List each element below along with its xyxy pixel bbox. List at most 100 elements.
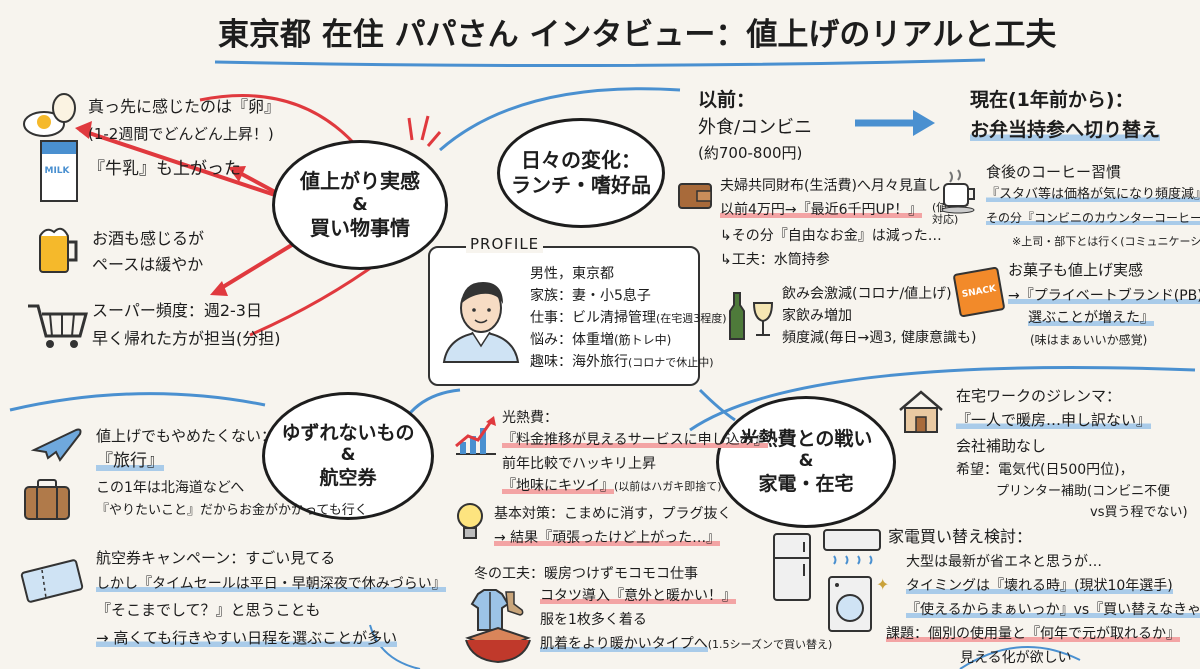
snack-bag-icon: SNACK [952, 266, 1006, 318]
remote-line3: 会社補助なし [956, 437, 1047, 455]
travel-line2: 『旅行』 [96, 451, 164, 472]
ticket-line3: 『そこまでして？』と思うことも [96, 601, 321, 619]
profile-hobby-note: (コロナで休止中) [628, 356, 714, 369]
remote-line2: 『一人で暖房…申し訳ない』 [956, 411, 1152, 429]
airplane-icon [30, 428, 82, 462]
profile-job-text: 仕事：ビル清掃管理 [530, 310, 656, 326]
coffee-line3-text: その分『コンビニのカウンターコーヒー増加』 [986, 211, 1200, 225]
remote-line1: 在宅ワークのジレンマ： [956, 387, 1122, 405]
appliance-line3: タイミングは『壊れる時』(現状10年選手) [906, 578, 1173, 594]
hub-non-negotiable-line2: & [340, 445, 356, 466]
beer-line1: お酒も感じるが [92, 229, 205, 248]
hub-daily-change: 日々の変化： ランチ・嗜好品 [497, 118, 665, 228]
snack-line1: お菓子も値上げ実感 [1008, 261, 1144, 279]
utility-line4-text: 『地味にキツイ』 [502, 478, 614, 494]
snack-line4: (味はまぁいいか感覚) [1030, 333, 1148, 347]
drinks-line2: 家飲み増加 [782, 308, 852, 324]
profile-job-note: (在宅週3程度) [656, 312, 727, 325]
hub-non-negotiable-line3: 航空券 [319, 466, 377, 489]
travel-line1: 値上げでもやめたくない： [96, 427, 277, 445]
profile-worry-text: 悩み：体重増 [530, 332, 614, 348]
remote-line6: vs買う程でない) [1090, 505, 1188, 520]
hub-price-rise-line3: 買い物事情 [310, 216, 410, 241]
shopping-cart-icon [28, 304, 88, 348]
wallet-line2: 以前4万円→『最近6千円UP！』 [720, 202, 923, 218]
before-line3: (約700-800円) [698, 144, 803, 162]
snack-line2-text: →『プライベートブランド(PB)を [1008, 288, 1200, 304]
hub-non-negotiable: ゆずれないもの & 航空券 [262, 392, 434, 520]
drinks-line3: 頻度減(毎日→週3, 健康意識も) [782, 330, 977, 346]
snack-line2: →『プライベートブランド(PB)を [1008, 288, 1200, 304]
remote-line5: プリンター補助(コンビニ不便 [996, 484, 1171, 499]
appliance-line4-text: 『使えるからまぁいっか』vs『買い替えなきゃ』 [906, 602, 1200, 618]
appliance-line5: 課題：個別の使用量と『何年で元が取れるか』 [886, 626, 1180, 642]
drinks-line1: 飲み会激減(コロナ/値上げ) [782, 286, 952, 302]
page-title: 東京都 在住 パパさん インタビュー：値上げのリアルと工夫 [218, 17, 1057, 53]
coffee-line2: 『スタバ等は価格が気になり頻度減』 [986, 187, 1200, 203]
profile-line-worry: 悩み：体重増(筋トレ中) [530, 332, 671, 348]
appliance-line1: 家電買い替え検討： [888, 527, 1033, 546]
ticket-icon [20, 559, 84, 603]
appliance-line4: 『使えるからまぁいっか』vs『買い替えなきゃ』 [906, 602, 1200, 618]
winter-line4: 肌着をより暖かいタイプへ(1.5シーズンで買い替え) [540, 636, 832, 652]
winter-line3: 服を1枚多く着る [540, 612, 647, 628]
appliance-line5-text: 課題：個別の使用量と『何年で元が取れるか』 [886, 626, 1180, 642]
travel-line2-text: 『旅行』 [96, 451, 164, 471]
super-line2: 早く帰れた方が担当(分担) [92, 329, 281, 348]
winter-line4-text: 肌着をより暖かいタイプへ [540, 636, 708, 652]
wallet-line1: 夫婦共同財布(生活費)へ月々見直し [720, 178, 941, 194]
coffee-line2-text: 『スタバ等は価格が気になり頻度減』 [986, 187, 1200, 202]
milk-label: MILK [44, 166, 70, 176]
hub-utility-battle-line1: 光熱費との戦い [739, 427, 873, 450]
wallet-line4: ↳工夫：水筒持参 [720, 252, 830, 268]
appliance-line2: 大型は最新が省エネと思うが… [906, 554, 1102, 570]
coffee-cup-icon [941, 169, 975, 214]
rising-chart-icon [455, 416, 496, 455]
profile-line-job: 仕事：ビル清掃管理(在宅週3程度) [530, 310, 727, 326]
socks-icon [505, 591, 524, 616]
profile-line-gender: 男性，東京都 [530, 266, 614, 282]
profile-hobby-text: 趣味：海外旅行 [530, 354, 628, 370]
before-line2: 外食/コンビニ [698, 117, 813, 138]
hub-daily-change-line2: ランチ・嗜好品 [511, 173, 651, 197]
hub-utility-battle-line3: 家電・在宅 [758, 472, 854, 495]
hub-utility-battle: 光熱費との戦い & 家電・在宅 [716, 396, 896, 528]
lightbulb-icon [457, 503, 483, 539]
milk-line: 『牛乳』も上がった [88, 159, 241, 179]
super-line1: スーパー頻度：週2-3日 [92, 301, 262, 320]
hub-non-negotiable-line1: ゆずれないもの [281, 421, 415, 444]
winter-line1: 冬の工夫：暖房つけずモコモコ仕事 [474, 566, 698, 582]
profile-card: PROFILE 男性，東京都 家族：妻・小5息子 仕事：ビル清掃管理(在宅週3程… [428, 235, 727, 386]
beer-mug-icon [39, 227, 78, 273]
appliance-line6: 見える化が欲しい [960, 650, 1072, 666]
ticket-line2: しかし『タイムセールは平日・早朝深夜で休みづらい』 [96, 576, 446, 592]
coffee-line1: 食後のコーヒー習慣 [986, 163, 1122, 181]
utility-line1: 光熱費： [502, 410, 558, 426]
now-line2-text: お弁当持参へ切り替え [970, 119, 1161, 141]
now-line1: 現在(1年前から)： [970, 89, 1134, 111]
washing-machine-icon [828, 576, 872, 632]
wallet-line2-text: 以前4万円→『最近6千円UP！』 [720, 202, 923, 218]
air-conditioner-icon [823, 529, 881, 565]
egg-icon [23, 93, 76, 137]
hub-price-rise-line1: 値上がり実感 [300, 168, 420, 193]
sparkle-icon: ✦ [876, 575, 890, 594]
ticket-line2-text: しかし『タイムセールは平日・早朝深夜で休みづらい』 [96, 576, 446, 592]
snack-line3-text: 選ぶことが増えた』 [1028, 310, 1154, 326]
travel-line3: この1年は北海道などへ [96, 480, 245, 496]
winter-line2: コタツ導入『意外と暖かい！』 [540, 588, 736, 604]
wallet-line3: ↳その分『自由なお金』は減った… [720, 228, 942, 244]
utility-line2: 『料金推移が見えるサービスに申し込み』 [502, 432, 768, 448]
suitcase-icon [24, 479, 70, 520]
coffee-line4: ※上司・部下とは行く(コミュニケーション) [1012, 235, 1200, 248]
hub-price-rise: 値上がり実感 & 買い物事情 [272, 140, 448, 270]
avatar-man-icon [442, 282, 520, 363]
ticket-line1: 航空券キャンペーン：すごい見てる [96, 549, 336, 567]
snack-label: SNACK [961, 284, 997, 300]
beer-line2: ペースは緩やか [92, 255, 204, 274]
travel-line4: 『やりたいこと』だからお金がかかっても行く [96, 503, 368, 519]
utility-line4: 『地味にキツイ』(以前はハガキ即捨て) [502, 478, 722, 494]
hub-price-rise-line2: & [352, 193, 368, 215]
hub-utility-battle-line2: & [798, 451, 814, 472]
profile-line-hobby: 趣味：海外旅行(コロナで休止中) [530, 354, 714, 370]
